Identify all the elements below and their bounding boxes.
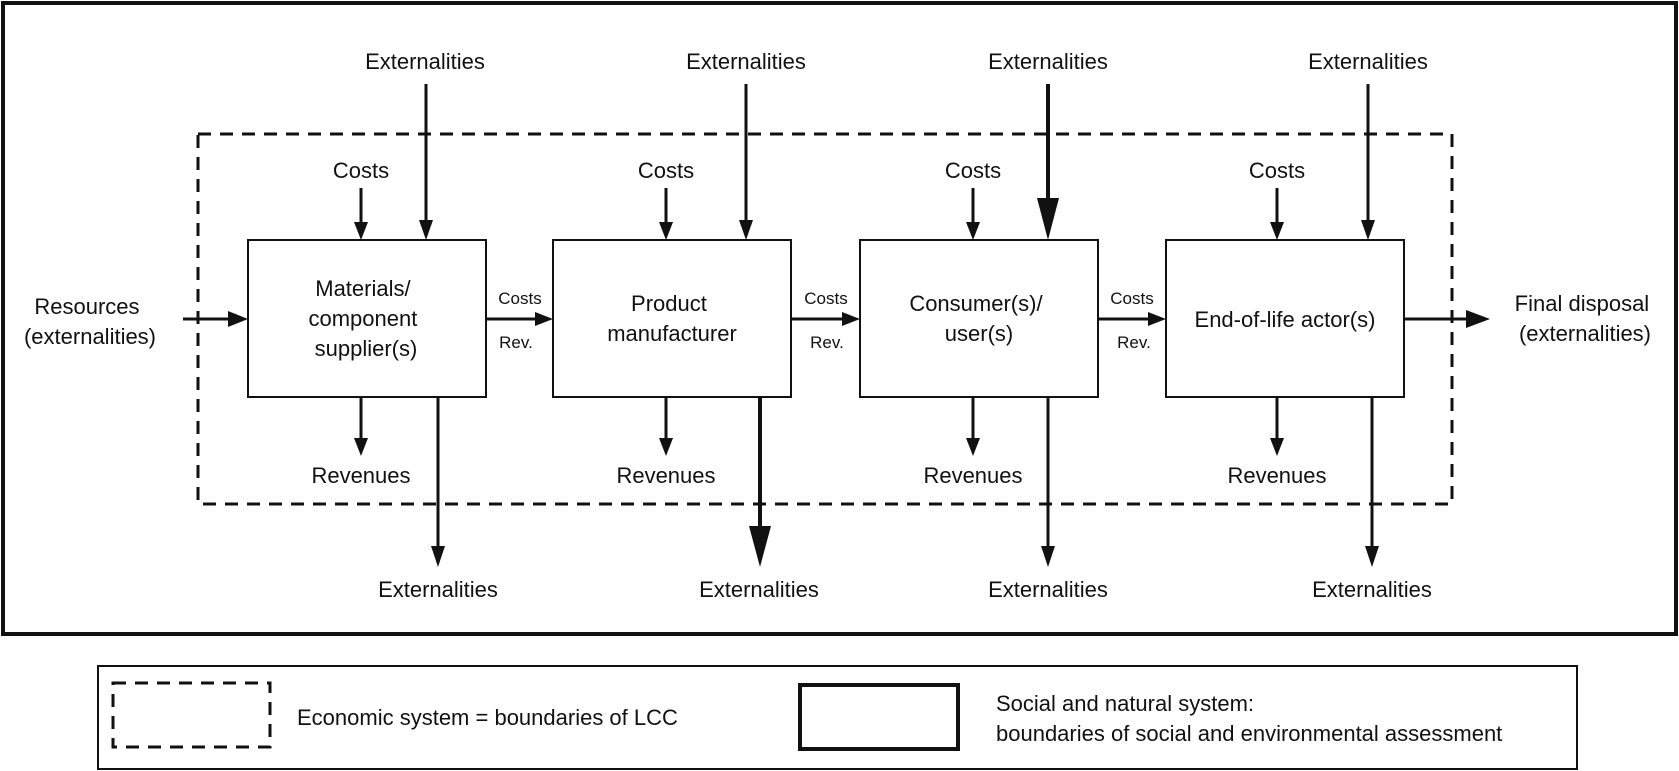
externalities-out-label: Externalities	[988, 577, 1108, 602]
resources-label: Resources (externalities)	[24, 294, 156, 349]
actor-flows-end-of-life: Costs Revenues Externalities Externaliti…	[1227, 49, 1431, 602]
actor-flows-manufacturer: Costs Revenues Externalities Externaliti…	[616, 49, 818, 602]
costs-label: Costs	[638, 158, 694, 183]
legend-social-swatch	[798, 683, 960, 751]
actor-label-manufacturer: Product manufacturer	[607, 291, 737, 346]
actor-label-supplier: Materials/ component supplier(s)	[309, 276, 424, 361]
flow-manufacturer-to-consumer: Costs Rev.	[791, 289, 860, 352]
costs-label: Costs	[1249, 158, 1305, 183]
actor-box-supplier	[247, 239, 487, 398]
legend-frame	[97, 665, 1578, 770]
externalities-in-label: Externalities	[686, 49, 806, 74]
legend-economic-label: Economic system = boundaries of LCC	[297, 705, 678, 730]
revenues-label: Revenues	[923, 463, 1022, 488]
externalities-out-label: Externalities	[378, 577, 498, 602]
flow-rev-label: Rev.	[499, 333, 533, 352]
flow-rev-label: Rev.	[1117, 333, 1151, 352]
flow-supplier-to-manufacturer: Costs Rev.	[486, 289, 553, 352]
social-natural-system-boundary	[1, 1, 1678, 636]
revenues-label: Revenues	[1227, 463, 1326, 488]
actor-box-manufacturer	[552, 239, 792, 398]
legend-social-label: Social and natural system: boundaries of…	[996, 691, 1502, 746]
flow-consumer-to-end-of-life: Costs Rev.	[1098, 289, 1166, 352]
externalities-in-label: Externalities	[988, 49, 1108, 74]
externalities-out-label: Externalities	[699, 577, 819, 602]
actor-label-end-of-life: End-of-life actor(s)	[1195, 307, 1376, 332]
final-disposal-arrowhead	[1466, 310, 1490, 328]
flow-costs-label: Costs	[1110, 289, 1153, 308]
externalities-out-label: Externalities	[1312, 577, 1432, 602]
actor-box-end-of-life	[1165, 239, 1405, 398]
resources-arrowhead	[228, 311, 248, 327]
costs-label: Costs	[333, 158, 389, 183]
actor-label-consumer: Consumer(s)/ user(s)	[909, 291, 1048, 346]
legend: Economic system = boundaries of LCC Soci…	[97, 665, 1578, 770]
legend-economic-swatch	[111, 681, 272, 749]
actor-flows-consumer: Costs Revenues Externalities Externaliti…	[923, 49, 1107, 602]
actor-flows-supplier: Costs Revenues Externalities Externaliti…	[311, 49, 497, 602]
revenues-label: Revenues	[311, 463, 410, 488]
flow-costs-label: Costs	[498, 289, 541, 308]
actor-box-consumer	[859, 239, 1099, 398]
flow-rev-label: Rev.	[810, 333, 844, 352]
revenues-label: Revenues	[616, 463, 715, 488]
externalities-in-label: Externalities	[1308, 49, 1428, 74]
costs-label: Costs	[945, 158, 1001, 183]
externalities-in-label: Externalities	[365, 49, 485, 74]
flow-costs-label: Costs	[804, 289, 847, 308]
final-disposal-label: Final disposal (externalities)	[1515, 291, 1656, 346]
